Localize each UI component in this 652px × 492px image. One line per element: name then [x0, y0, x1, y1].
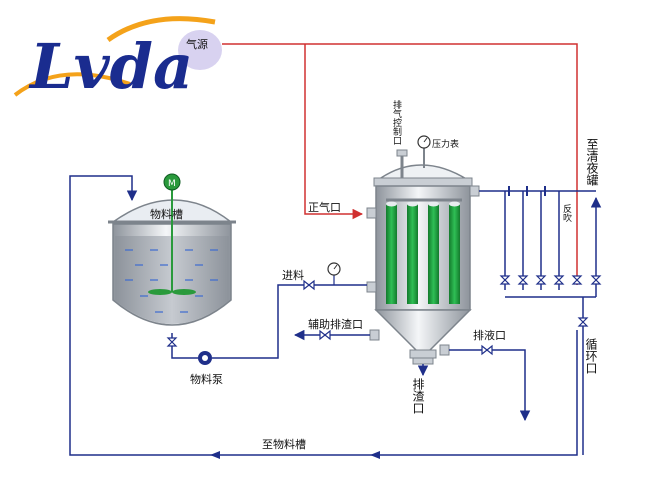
header-connectors [508, 186, 546, 196]
backflush-valve-icon [571, 275, 583, 285]
flow-arrow [210, 451, 220, 459]
branch-valve-icon [535, 275, 547, 285]
tank-outlet-valve-icon [166, 337, 178, 347]
material-tank-label: 物料槽 [150, 207, 183, 221]
process-pipes [69, 175, 602, 456]
filter-element-2 [407, 204, 418, 304]
aux-slag-outlet-label: 辅助排渣口 [308, 317, 363, 331]
backflush-label: 反吹 [561, 204, 572, 223]
air-source-label: 气源 [186, 37, 208, 51]
motor-icon [163, 173, 181, 191]
motor-label: M [168, 179, 176, 189]
circulation-valve-icon [577, 317, 589, 327]
to-clear-tank-label: 至清夜罐 [585, 138, 599, 187]
slag-outlet-label: 排渣口 [411, 378, 425, 414]
filter-element-3 [428, 204, 439, 304]
branch-valve-icon [499, 275, 511, 285]
liquid-texture [125, 249, 218, 313]
filter-element-1 [386, 204, 397, 304]
branch-valve-icon [553, 275, 565, 285]
drain-valve-icon [481, 344, 493, 356]
feed-label: 进料 [282, 268, 304, 282]
logo-swoosh [106, 16, 216, 43]
to-material-tank-label: 至物料槽 [262, 437, 306, 451]
material-pump [198, 351, 212, 365]
logo-badge [178, 30, 222, 70]
air-source-line [222, 43, 578, 285]
agitator-blade-left [148, 289, 172, 295]
filter-vessel [366, 135, 480, 365]
clear-tank-valve-icon [590, 275, 602, 285]
feed-pressure-gauge [327, 262, 341, 285]
filter-element-4 [449, 204, 460, 304]
circulation-label: 循环口 [584, 338, 598, 374]
valves [166, 275, 602, 356]
material-tank: M [108, 173, 236, 350]
flow-arrow [370, 451, 380, 459]
pressure-gauge-label: 压力表 [432, 138, 459, 150]
logo-brand-text: Lvda [28, 30, 193, 103]
branch-valve-icon [517, 275, 529, 285]
positive-air-inlet-label: 正气口 [308, 200, 341, 214]
vessel-cone [374, 309, 472, 353]
material-pump-label: 物料泵 [190, 372, 223, 386]
agitator-blade-right [172, 289, 196, 295]
company-logo: Lvda [13, 16, 222, 103]
exhaust-control-label: 排气控制口 [391, 99, 402, 145]
drain-outlet-label: 排液口 [473, 328, 506, 342]
feed-valve-icon [303, 279, 315, 291]
aux-slag-valve-icon [319, 329, 331, 341]
